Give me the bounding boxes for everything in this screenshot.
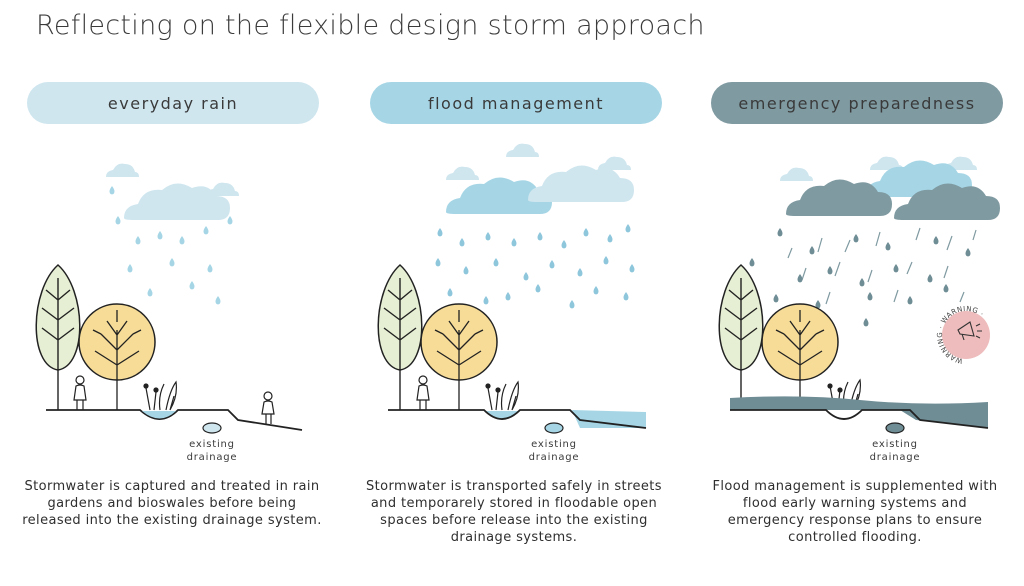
drainage-icon bbox=[885, 422, 905, 434]
label-text: flood management bbox=[427, 93, 605, 113]
panel-3-scene: WARNING · WARNING · bbox=[718, 156, 1000, 434]
tree-icon bbox=[78, 303, 156, 410]
person-icon bbox=[416, 375, 430, 410]
cloud-icon bbox=[506, 143, 539, 157]
drainage-label-line: existing drainage bbox=[186, 439, 238, 463]
panel-1-scene bbox=[35, 163, 303, 434]
tree-icon bbox=[35, 263, 81, 410]
illustration: WARNING · WARNING · bbox=[35, 143, 1000, 434]
cloud-icon bbox=[780, 167, 813, 181]
description-flood-management: Stormwater is transported safely in stre… bbox=[366, 479, 662, 545]
cloud-icon bbox=[446, 166, 479, 180]
plants-icon bbox=[143, 380, 177, 411]
label-text: emergency preparedness bbox=[738, 93, 976, 113]
ground-line bbox=[46, 409, 303, 431]
cloud-icon bbox=[206, 182, 239, 196]
drainage-label: existing drainage bbox=[860, 438, 930, 464]
label-emergency-preparedness: emergency preparedness bbox=[711, 82, 1003, 124]
drainage-label-line: existing drainage bbox=[528, 439, 580, 463]
tree-icon bbox=[420, 303, 498, 410]
drainage-icon bbox=[544, 422, 564, 434]
flood-water bbox=[572, 410, 646, 428]
drainage-icon bbox=[202, 422, 222, 434]
warning-badge: WARNING · WARNING · bbox=[936, 305, 990, 365]
ground-line bbox=[388, 409, 647, 429]
drainage-label-line: existing drainage bbox=[869, 439, 921, 463]
description-everyday-rain: Stormwater is captured and treated in ra… bbox=[22, 479, 322, 528]
tree-icon bbox=[718, 263, 764, 410]
plants-icon bbox=[485, 380, 519, 411]
cloud-icon bbox=[528, 165, 634, 202]
bioswale-water bbox=[142, 411, 176, 419]
person-icon bbox=[261, 391, 275, 424]
drainage-label: existing drainage bbox=[177, 438, 247, 464]
page-title: Reflecting on the flexible design storm … bbox=[36, 10, 705, 41]
ground-line bbox=[730, 409, 989, 429]
megaphone-icon bbox=[957, 321, 982, 341]
rain-streaks bbox=[787, 227, 977, 305]
cloud-icon bbox=[598, 156, 631, 170]
label-text: everyday rain bbox=[107, 93, 239, 113]
tree-icon bbox=[377, 263, 423, 410]
description-emergency-preparedness: Flood management is supplemented with fl… bbox=[712, 479, 998, 545]
tree-icon bbox=[761, 303, 839, 410]
label-everyday-rain: everyday rain bbox=[27, 82, 319, 124]
raindrops bbox=[435, 224, 635, 309]
drainage-label: existing drainage bbox=[519, 438, 589, 464]
cloud-icon bbox=[106, 163, 139, 177]
label-flood-management: flood management bbox=[370, 82, 662, 124]
person-icon bbox=[73, 375, 87, 410]
panel-2-scene bbox=[377, 143, 647, 434]
